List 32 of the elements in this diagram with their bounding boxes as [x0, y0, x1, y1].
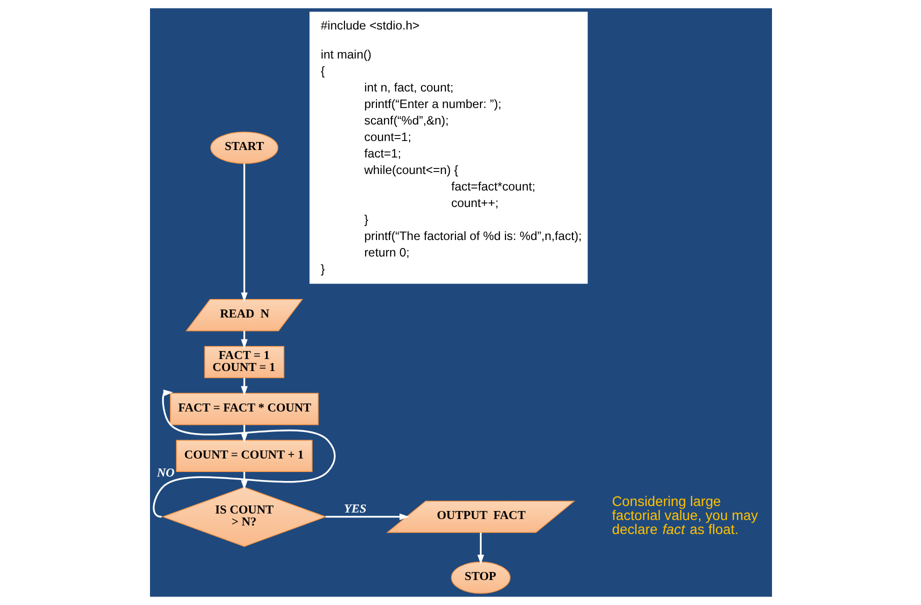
arrow: [152, 390, 336, 518]
arrow: [240, 164, 248, 302]
label: }: [320, 262, 324, 276]
node-ellipse: START: [210, 132, 278, 164]
label: }: [364, 212, 368, 227]
label: #include <stdio.h>: [320, 18, 419, 33]
node-diamond: IS COUNT > N?: [161, 486, 326, 547]
node-box: FACT = FACT * COUNT: [169, 392, 318, 426]
label: int n, fact, count;: [364, 80, 453, 94]
arrow: [240, 472, 248, 490]
node-box: FACT = 1 COUNT = 1: [204, 346, 284, 378]
label: int main(): [320, 47, 371, 62]
node-ellipse: STOP: [450, 562, 510, 594]
arrow: [240, 424, 248, 443]
arrow: [325, 513, 409, 520]
label: while(count<=n) {: [364, 163, 458, 178]
edge-label: YES: [344, 502, 366, 516]
arrow: [476, 532, 484, 564]
label: fact=1;: [364, 146, 401, 160]
label: return 0;: [364, 246, 410, 260]
edge-label: NO: [156, 465, 174, 480]
label: scanf(“%d”,&n);: [364, 113, 448, 128]
label: count=1;: [364, 130, 411, 144]
label: Considering large factorial value, you may declare fact as float.: [612, 493, 758, 538]
node-box: COUNT = COUNT + 1: [176, 440, 312, 472]
arrow: [240, 330, 248, 349]
label: printf(“The factorial of %d is: %d”,n,fact);: [364, 229, 582, 244]
label: printf(“Enter a number: ”);: [364, 96, 501, 111]
label: count++;: [450, 196, 498, 210]
label: fact=fact*count;: [450, 180, 535, 194]
arrow: [240, 378, 248, 396]
label: {: [320, 64, 324, 78]
